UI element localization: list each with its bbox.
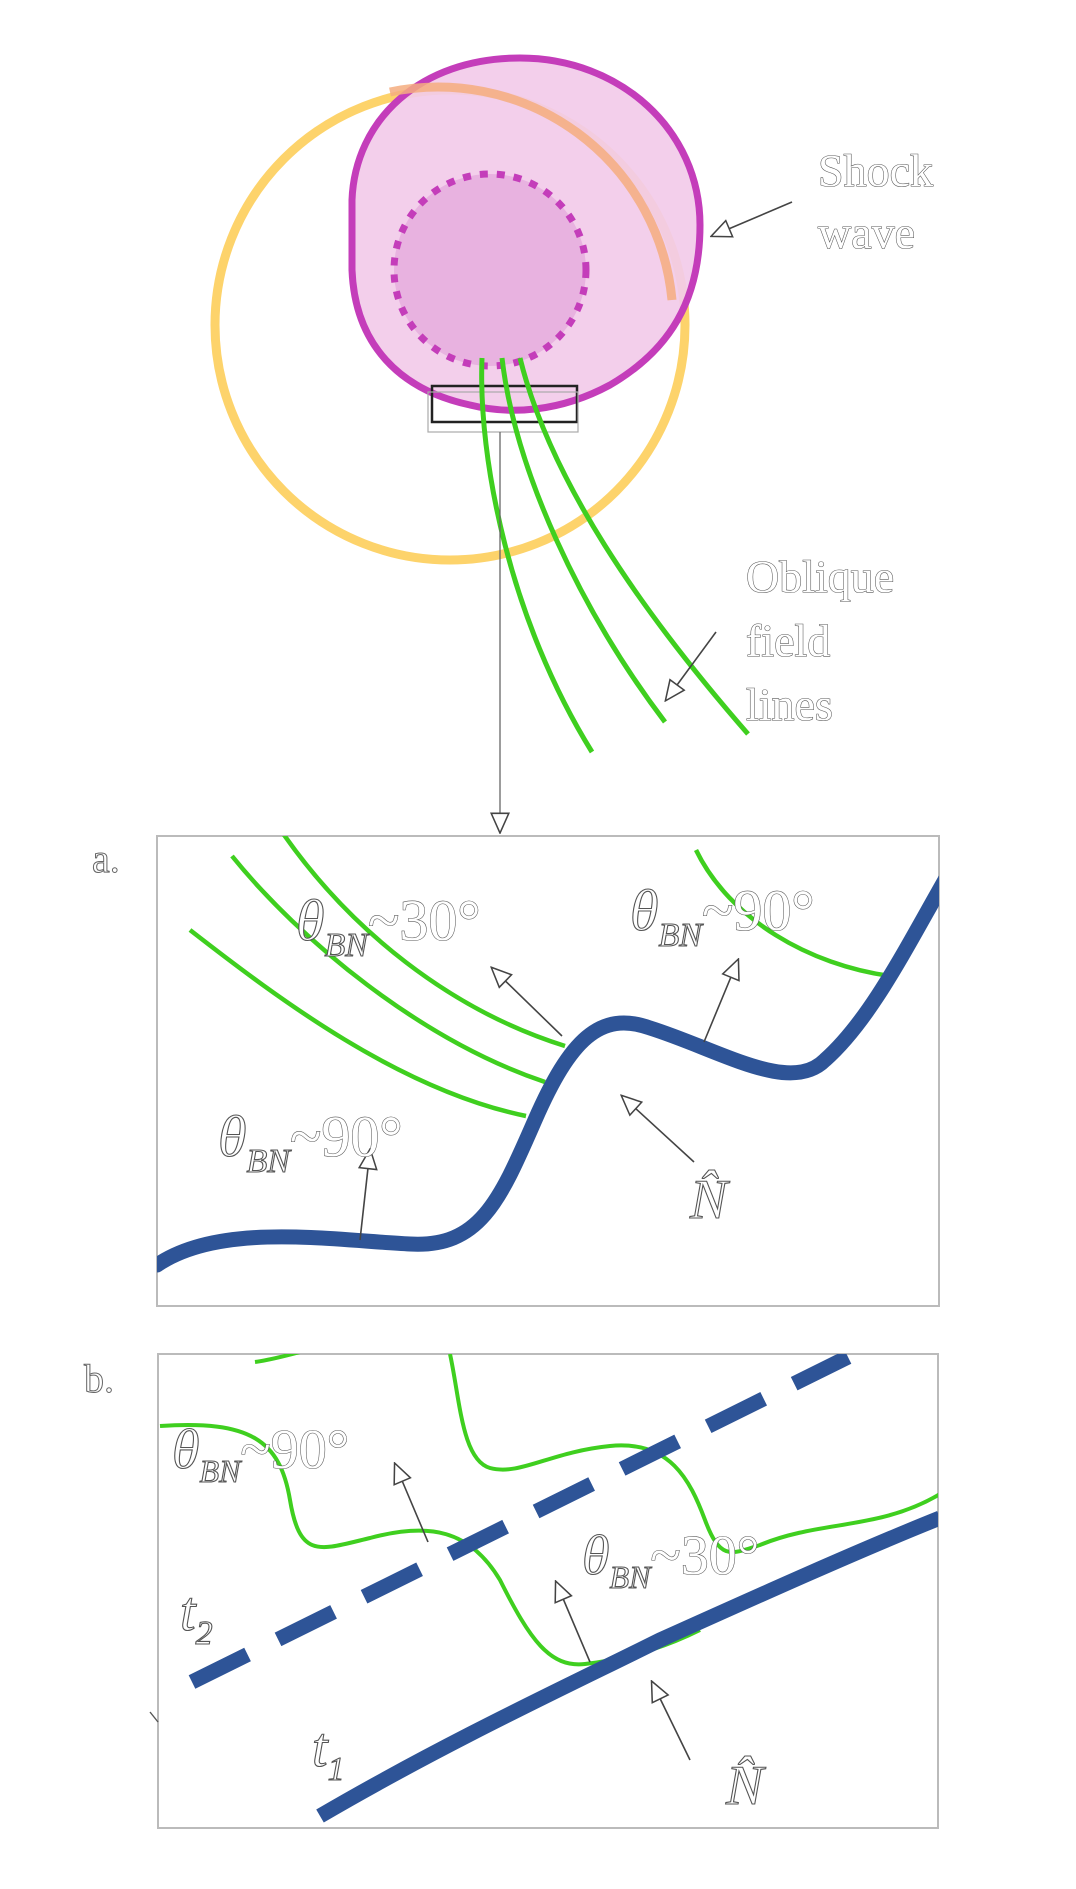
panel-a-field-line-3 — [188, 928, 527, 1119]
field-arrow — [666, 631, 717, 700]
panel-a-normal-label: N̂ — [689, 1169, 730, 1231]
panel-a-normal-arrow-1 — [492, 968, 563, 1037]
panel-a-shock-front — [157, 875, 939, 1273]
shock-label-line2: wave — [818, 207, 915, 258]
panel-b-normal-arrow-2 — [556, 1582, 591, 1663]
panel-a-angle-top-right: θBN~90° — [630, 878, 815, 954]
field-line-3 — [517, 357, 750, 736]
panel-a-field-line-4 — [693, 849, 891, 979]
panel-a-field-line-1 — [282, 836, 566, 1049]
panel-a-normal-arrow-main — [622, 1096, 695, 1163]
panel-a-normal-arrow-3 — [360, 1150, 370, 1241]
panel-b-field-line-2 — [448, 1354, 938, 1555]
shock-arrow — [712, 201, 793, 236]
panel-b-field-line-top — [254, 1354, 301, 1364]
field-line-2 — [499, 357, 667, 724]
shock-label-line1: Shock — [818, 145, 933, 196]
field-label-line3: lines — [746, 679, 833, 730]
panel-b-normal-label: N̂ — [725, 1755, 766, 1817]
panel-a-angle-bottom-left: θBN~90° — [218, 1104, 403, 1180]
panel-b-angle-right: θBN~30° — [582, 1525, 759, 1595]
panel-b-t2-label: t2 — [180, 1581, 213, 1652]
field-line-1 — [479, 357, 595, 754]
field-label-line1: Oblique — [746, 551, 894, 602]
panel-a: a. θBN~30° θBN~90° θBN~90° N̂ — [92, 835, 940, 1307]
overview-diagram: Shock wave Oblique field lines — [210, 54, 934, 832]
panel-b-angle-left: θBN~90° — [172, 1419, 349, 1489]
core-region — [390, 170, 590, 370]
panel-b-normal-arrow-main — [652, 1682, 691, 1761]
panel-b-letter: b. — [84, 1356, 114, 1401]
panel-a-letter: a. — [92, 836, 120, 881]
panel-b-shock-front-t1 — [316, 1511, 938, 1823]
panel-b-normal-arrow-1 — [395, 1464, 429, 1543]
panel-a-angle-top-left: θBN~30° — [296, 888, 481, 964]
zoom-box-light — [427, 391, 579, 433]
panel-a-normal-arrow-2 — [703, 960, 738, 1043]
panel-b-stray-tick — [149, 1711, 159, 1723]
panel-b-frame — [157, 1353, 939, 1829]
panel-b-field-line-1 — [159, 1423, 701, 1667]
panel-b: b. θBN~90° θBN~30° t2 t1 N̂ — [84, 1353, 939, 1829]
panel-b-shock-front-t2 — [188, 1354, 852, 1689]
panel-a-field-line-2 — [230, 854, 546, 1085]
panel-b-t1-label: t1 — [312, 1717, 345, 1788]
sun-ring-overlap — [389, 82, 677, 301]
field-label-line2: field — [746, 615, 830, 666]
